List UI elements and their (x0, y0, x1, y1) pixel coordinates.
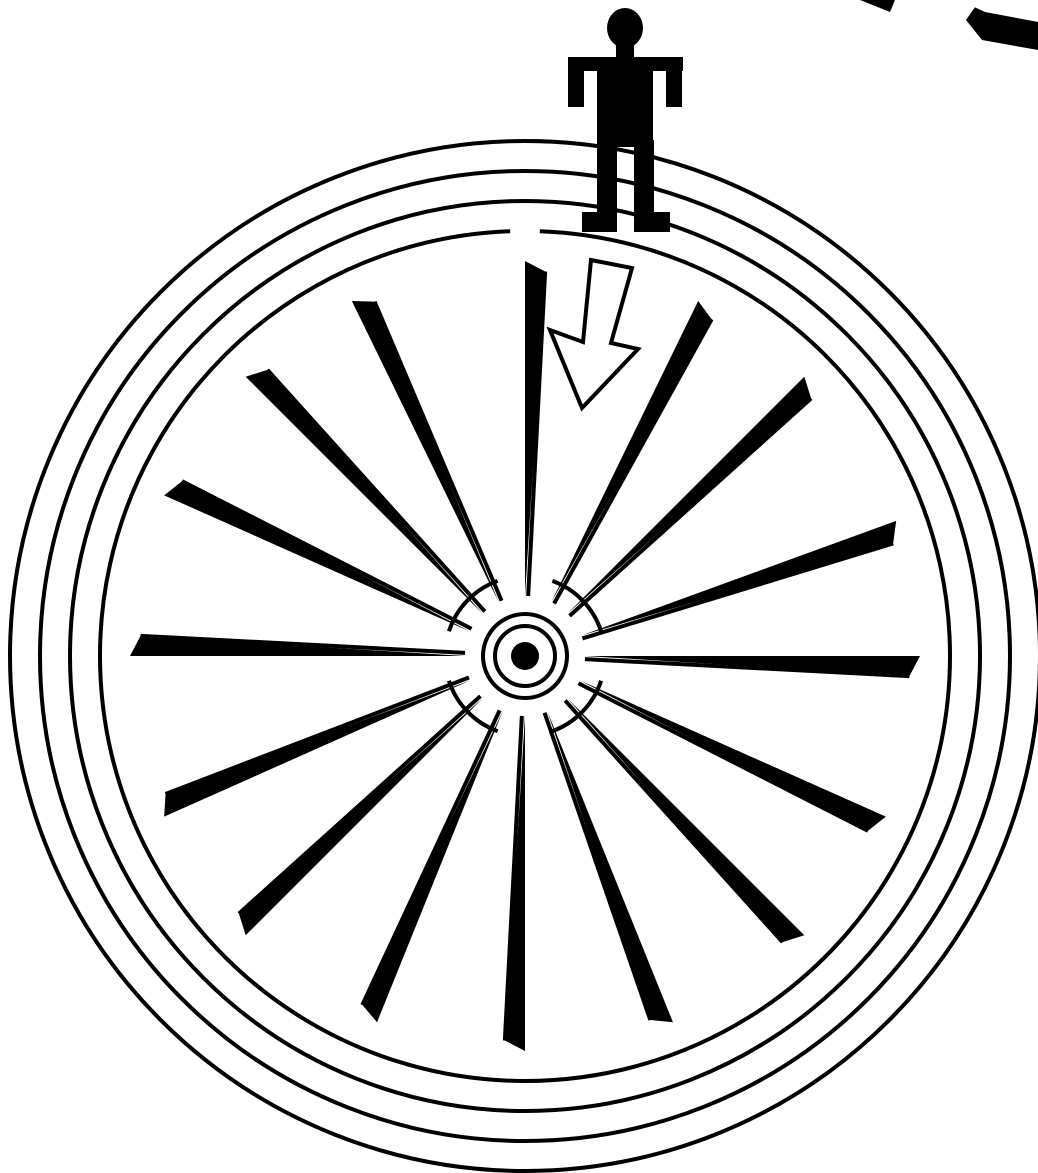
bullseye-center-icon (483, 614, 567, 698)
down-pointing-zigzag-arrow-icon (550, 260, 638, 408)
spoke-wedge-10 (362, 712, 502, 1023)
hub-arc-2 (552, 681, 601, 731)
spoke-wedge-8 (547, 712, 672, 1023)
spoke-line-7 (565, 701, 782, 943)
standing-human-figure-icon (568, 8, 683, 232)
spoke-wedge-11 (239, 698, 483, 935)
spoke-line-10 (362, 710, 499, 1005)
spoke-wedge-4 (581, 521, 896, 636)
spoke-wedge-16 (352, 301, 499, 602)
corner-arrow-fragment-icon (860, 0, 1038, 50)
spoke-line-12 (166, 678, 469, 794)
spoke-line-16 (375, 302, 502, 601)
spoke-wedge-14 (164, 481, 470, 631)
hub-arc-4 (449, 581, 498, 631)
spoke-line-8 (545, 713, 651, 1020)
spoke-wedge-6 (580, 680, 886, 830)
